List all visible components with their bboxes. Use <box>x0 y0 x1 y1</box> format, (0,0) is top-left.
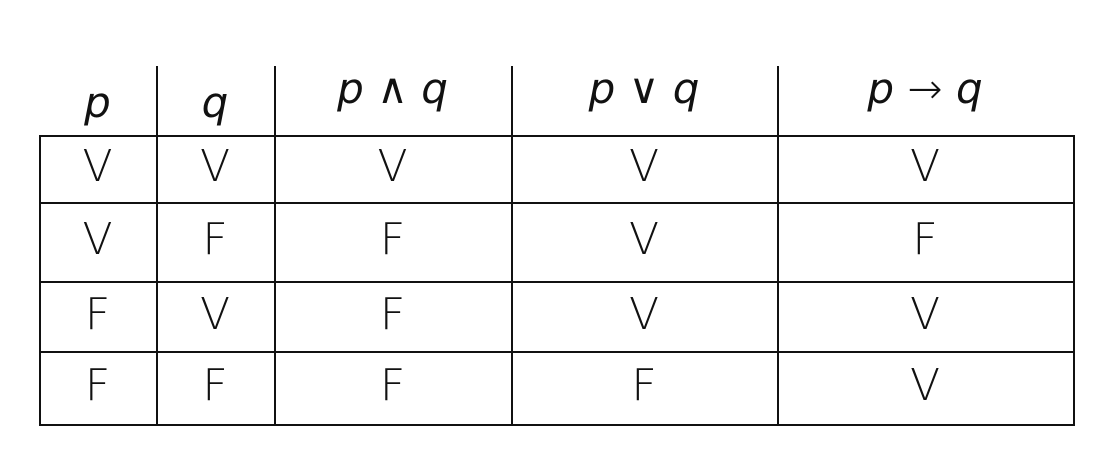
table-cell: V <box>909 360 941 411</box>
table-cell: F <box>84 288 111 340</box>
variable: q <box>421 63 448 113</box>
row-divider <box>39 281 1075 283</box>
column-divider <box>274 66 276 426</box>
column-header: p <box>39 72 156 132</box>
column-header: p → q <box>777 58 1073 118</box>
operator: → <box>907 63 943 113</box>
column-header: p ∧ q <box>274 58 511 118</box>
table-cell: F <box>84 360 111 411</box>
column-divider <box>511 66 513 426</box>
variable: p <box>588 63 616 113</box>
column-divider <box>777 66 779 426</box>
operator: ∧ <box>377 63 408 113</box>
table-cell: F <box>912 214 938 265</box>
row-divider <box>39 135 1075 137</box>
column-header: p ∨ q <box>511 58 777 118</box>
table-cell: V <box>628 141 660 192</box>
table-cell: V <box>82 214 113 265</box>
table-cell: V <box>377 141 408 192</box>
table-cell: V <box>628 214 660 265</box>
operator <box>659 64 672 113</box>
row-divider <box>39 202 1075 204</box>
column-header: q <box>156 72 274 132</box>
variable: q <box>201 77 229 127</box>
variable: p <box>84 77 111 127</box>
table-cell: F <box>379 288 406 340</box>
operator <box>615 64 628 113</box>
variable: p <box>867 63 895 113</box>
row-divider <box>39 351 1075 353</box>
operator <box>408 64 421 113</box>
table-cell: V <box>199 288 231 340</box>
table-cell: F <box>379 360 406 411</box>
row-divider <box>39 424 1075 426</box>
variable: q <box>955 63 983 113</box>
table-cell: V <box>909 288 941 340</box>
variable: q <box>672 63 700 113</box>
table-cell: F <box>202 214 228 265</box>
column-divider <box>1073 135 1075 426</box>
table-cell: V <box>199 141 231 192</box>
table-cell: F <box>631 360 657 411</box>
operator <box>894 64 907 113</box>
table-cell: V <box>628 288 660 340</box>
table-cell: F <box>202 360 228 411</box>
table-cell: F <box>379 214 406 265</box>
column-divider <box>39 135 41 426</box>
table-cell: V <box>82 141 113 192</box>
operator: ∨ <box>628 63 660 113</box>
table-cell: V <box>909 141 941 192</box>
variable: p <box>337 63 364 113</box>
operator <box>364 64 377 113</box>
column-divider <box>156 66 158 426</box>
operator <box>943 64 956 113</box>
